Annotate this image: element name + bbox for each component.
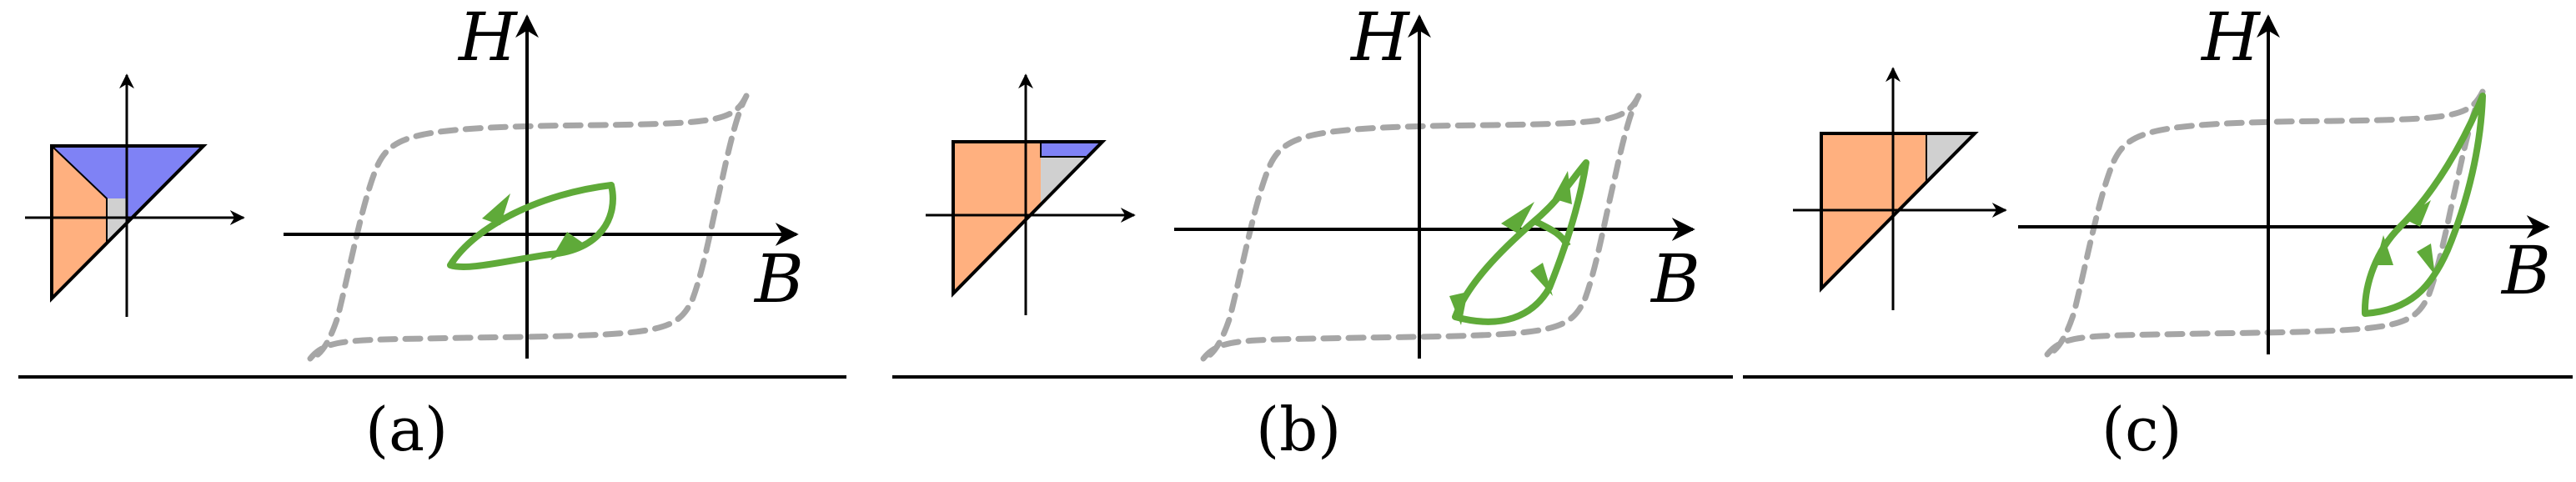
h-axis-label-b: H — [1349, 0, 1411, 76]
panel-label-b: (b) — [1256, 394, 1341, 464]
major-hysteresis-loop-a — [307, 93, 750, 362]
minor-loop-c — [2361, 93, 2486, 317]
loop-arrow-up-2-b — [1553, 171, 1572, 204]
panel-label-a: (a) — [365, 394, 448, 464]
preisach-staircase — [1040, 142, 1086, 158]
loop-arrow-down-c — [2417, 244, 2435, 275]
loop-arrow-down-1-b — [1530, 263, 1553, 296]
minor-loop-a — [447, 182, 616, 270]
preisach-triangle-outline — [952, 140, 1107, 298]
panel-b: H B (b) — [892, 0, 1733, 464]
preisach-blue-region — [1041, 142, 1102, 157]
preisach-staircase — [51, 145, 108, 244]
preisach-orange-region — [953, 142, 1041, 294]
panel-label-c: (c) — [2101, 394, 2182, 464]
preisach-gray-region — [107, 198, 127, 244]
loop-arrow-up-1-c — [2375, 235, 2393, 265]
loop-arrow-up-1-b — [1501, 202, 1534, 233]
b-axis-label-c: B — [2500, 232, 2551, 309]
major-hysteresis-loop-c — [2044, 88, 2486, 358]
b-axis-label-a: B — [753, 240, 804, 318]
preisach-orange-region — [52, 146, 107, 299]
preisach-diagram-b — [926, 73, 1136, 315]
loop-arrow-up-2-c — [2403, 200, 2431, 227]
preisach-diagram-c — [1793, 67, 2007, 310]
panel-a: H B (a) — [18, 0, 846, 464]
panel-c: H B (c) — [1743, 0, 2573, 464]
h-axis-label-a: H — [457, 0, 519, 76]
loop-arrow-down-2-b — [1449, 292, 1468, 325]
preisach-diagram-a — [25, 73, 245, 317]
h-axis-label-c: H — [2200, 0, 2262, 76]
loop-arrow-lower-a — [550, 232, 584, 260]
loop-arrow-upper-a — [482, 193, 510, 225]
major-hysteresis-loop-b — [1200, 93, 1642, 362]
b-axis-label-b: B — [1650, 240, 1700, 318]
minor-loop-b — [1449, 159, 1589, 325]
